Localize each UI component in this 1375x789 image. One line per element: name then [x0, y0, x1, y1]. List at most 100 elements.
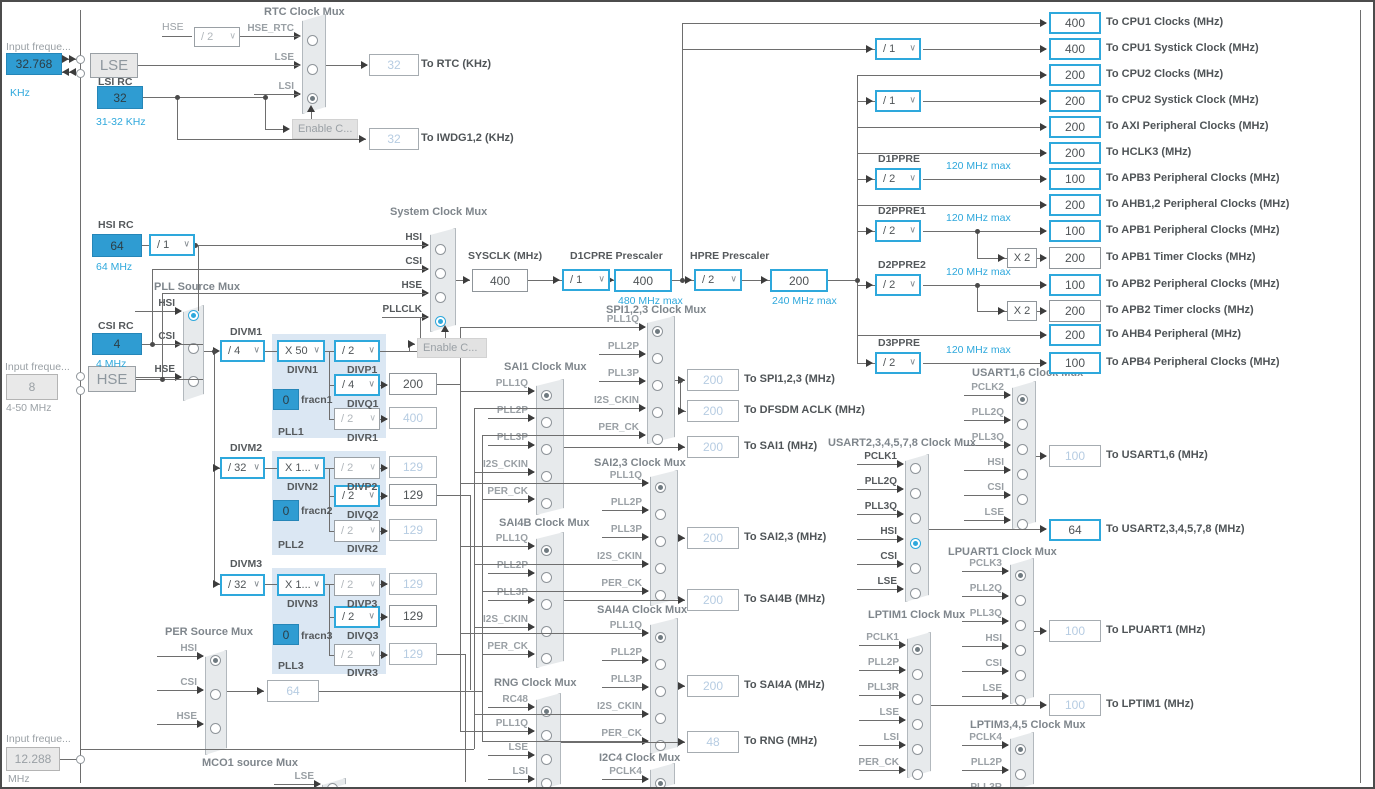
lpuart1-clock-mux-radio-pll2q[interactable]: [1015, 595, 1026, 606]
per-source-mux-radio-hse[interactable]: [210, 723, 221, 734]
usart16-clock-mux-radio-pclk2[interactable]: [1017, 394, 1028, 405]
rng-clock-mux-radio-lsi[interactable]: [541, 778, 552, 787]
divq3-select[interactable]: / 2∨: [334, 606, 380, 628]
d3ppre-select[interactable]: / 2∨: [875, 352, 921, 374]
spi123-clock-mux-radio-pll3p[interactable]: [652, 380, 663, 391]
spi123-clock-mux-radio-pll2p[interactable]: [652, 353, 663, 364]
ahb4-value[interactable]: 200: [1049, 324, 1101, 346]
divm1-select[interactable]: / 4∨: [220, 340, 265, 362]
divp1-select[interactable]: / 2∨: [334, 340, 380, 362]
sai4a-clock-mux-radio-pll2p[interactable]: [655, 659, 666, 670]
sai4b-clock-mux-radio-pll2p[interactable]: [541, 572, 552, 583]
sai1-clock-mux-radio-pll1q[interactable]: [541, 390, 552, 401]
divq1-select[interactable]: / 4∨: [334, 374, 380, 396]
apb2-clocks-value[interactable]: 100: [1049, 274, 1101, 296]
d2ppre2-select[interactable]: / 2∨: [875, 274, 921, 296]
fracn1-value[interactable]: 0: [273, 389, 299, 410]
mco1-source-mux-radio-lse[interactable]: [327, 783, 338, 787]
divq3-value[interactable]: 129: [389, 605, 437, 627]
d1cpre-out-value[interactable]: 400: [614, 269, 672, 292]
divm3-select[interactable]: / 32∨: [220, 574, 265, 596]
divp2-select[interactable]: / 2∨: [334, 457, 380, 479]
hsi-divider[interactable]: / 1∨: [149, 234, 195, 256]
sai4b-clock-mux-radio-pll1q[interactable]: [541, 545, 552, 556]
spi123-clock-mux-radio-i2s_ckin[interactable]: [652, 407, 663, 418]
input-frequency-lse[interactable]: 32.768: [6, 53, 62, 75]
csi-rc-value[interactable]: 4: [92, 333, 142, 355]
i2c4-clock-mux-radio-pclk4[interactable]: [655, 778, 666, 787]
system-clock-mux-radio-pllclk[interactable]: [435, 316, 446, 327]
fracn2-value[interactable]: 0: [273, 500, 299, 521]
lse-block[interactable]: LSE: [90, 53, 138, 78]
cpu2-clocks-value[interactable]: 200: [1049, 64, 1101, 86]
sai23-clock-mux-radio-pll3p[interactable]: [655, 536, 666, 547]
divn3-select[interactable]: X 1...∨: [277, 574, 325, 596]
hse-rtc-prescaler[interactable]: / 2∨: [194, 27, 240, 47]
lpuart1-clock-mux-radio-pll3q[interactable]: [1015, 620, 1026, 631]
usart234578-clock-mux-radio-pll3q[interactable]: [910, 513, 921, 524]
divn1-select[interactable]: X 50∨: [277, 340, 325, 362]
lptim1-clock-mux-radio-pclk1[interactable]: [912, 644, 923, 655]
spi123-clock-mux-radio-pll1q[interactable]: [652, 326, 663, 337]
spi123-clock-mux-radio-per_ck[interactable]: [652, 434, 663, 445]
usart16-clock-mux-radio-csi[interactable]: [1017, 494, 1028, 505]
sai4a-clock-mux-radio-pll3p[interactable]: [655, 686, 666, 697]
lpuart1-clock-mux-radio-csi[interactable]: [1015, 670, 1026, 681]
divn2-select[interactable]: X 1...∨: [277, 457, 325, 479]
system-clock-mux-radio-hsi[interactable]: [435, 244, 446, 255]
usart16-clock-mux-radio-pll3q[interactable]: [1017, 444, 1028, 455]
enable-button-rtc[interactable]: Enable C...: [292, 119, 358, 139]
per-source-mux-radio-hsi[interactable]: [210, 655, 221, 666]
sai4b-clock-mux-radio-per_ck[interactable]: [541, 653, 552, 664]
hse-block[interactable]: HSE: [88, 366, 136, 392]
apb1-clocks-value[interactable]: 100: [1049, 220, 1101, 242]
sai4b-clock-mux-radio-pll3p[interactable]: [541, 599, 552, 610]
sai4a-clock-mux-radio-per_ck[interactable]: [655, 740, 666, 751]
usart234578-clock-mux-radio-hsi[interactable]: [910, 538, 921, 549]
cpu2-systick-divider[interactable]: / 1∨: [875, 90, 921, 112]
divp3-select[interactable]: / 2∨: [334, 574, 380, 596]
divq2-select[interactable]: / 2∨: [334, 485, 380, 507]
sai1-clock-mux-radio-pll2p[interactable]: [541, 417, 552, 428]
sysclk-value[interactable]: 400: [472, 269, 528, 292]
sai23-clock-mux-radio-pll2p[interactable]: [655, 509, 666, 520]
cpu1-systick-divider[interactable]: / 1∨: [875, 38, 921, 60]
usart234578-clock-mux-radio-pclk1[interactable]: [910, 463, 921, 474]
usart234578-clock-mux-radio-pll2q[interactable]: [910, 488, 921, 499]
sai1-clock-mux-radio-pll3p[interactable]: [541, 444, 552, 455]
d1cpre-select[interactable]: / 1∨: [562, 269, 610, 291]
system-clock-mux-radio-csi[interactable]: [435, 268, 446, 279]
cpu1-clocks-value[interactable]: 400: [1049, 12, 1101, 34]
lptim1-clock-mux-radio-pll3r[interactable]: [912, 694, 923, 705]
lsi-rc-value[interactable]: 32: [97, 86, 143, 109]
divm2-select[interactable]: / 32∨: [220, 457, 265, 479]
lptim345-clock-mux-radio-pll2p[interactable]: [1015, 769, 1026, 780]
apb1-timer-value[interactable]: 200: [1049, 247, 1101, 269]
hpre-out-value[interactable]: 200: [770, 269, 828, 292]
fracn3-value[interactable]: 0: [273, 624, 299, 645]
sai4b-clock-mux-radio-i2s_ckin[interactable]: [541, 626, 552, 637]
hsi-rc-value[interactable]: 64: [92, 234, 142, 257]
usart16-clock-mux-radio-hsi[interactable]: [1017, 469, 1028, 480]
rng-clock-mux-radio-lse[interactable]: [541, 754, 552, 765]
rng-clock-mux-radio-pll1q[interactable]: [541, 730, 552, 741]
lpuart1-clock-mux-radio-pclk3[interactable]: [1015, 570, 1026, 581]
pll-source-mux-radio-hsi[interactable]: [188, 310, 199, 321]
sai4a-clock-mux-radio-pll1q[interactable]: [655, 632, 666, 643]
apb4-clocks-value[interactable]: 100: [1049, 352, 1101, 374]
rtc-clock-mux-radio-hse_rtc[interactable]: [307, 35, 318, 46]
d2ppre1-select[interactable]: / 2∨: [875, 220, 921, 242]
sai1-clock-mux-radio-i2s_ckin[interactable]: [541, 471, 552, 482]
apb2-timer-value[interactable]: 200: [1049, 300, 1101, 322]
divr1-select[interactable]: / 2∨: [334, 408, 380, 430]
rtc-clock-mux-radio-lse[interactable]: [307, 64, 318, 75]
rng-clock-mux-radio-rc48[interactable]: [541, 706, 552, 717]
usart234578-clock-mux-radio-csi[interactable]: [910, 563, 921, 574]
cpu1-systick-value[interactable]: 400: [1049, 38, 1101, 60]
enable-button-sysclk[interactable]: Enable C...: [417, 338, 487, 358]
pll-source-mux-radio-hse[interactable]: [188, 376, 199, 387]
usart16-clock-mux-radio-pll2q[interactable]: [1017, 419, 1028, 430]
pll-source-mux-radio-csi[interactable]: [188, 343, 199, 354]
sai4a-clock-mux-radio-i2s_ckin[interactable]: [655, 713, 666, 724]
input-frequency-i2s[interactable]: 12.288: [6, 747, 60, 771]
